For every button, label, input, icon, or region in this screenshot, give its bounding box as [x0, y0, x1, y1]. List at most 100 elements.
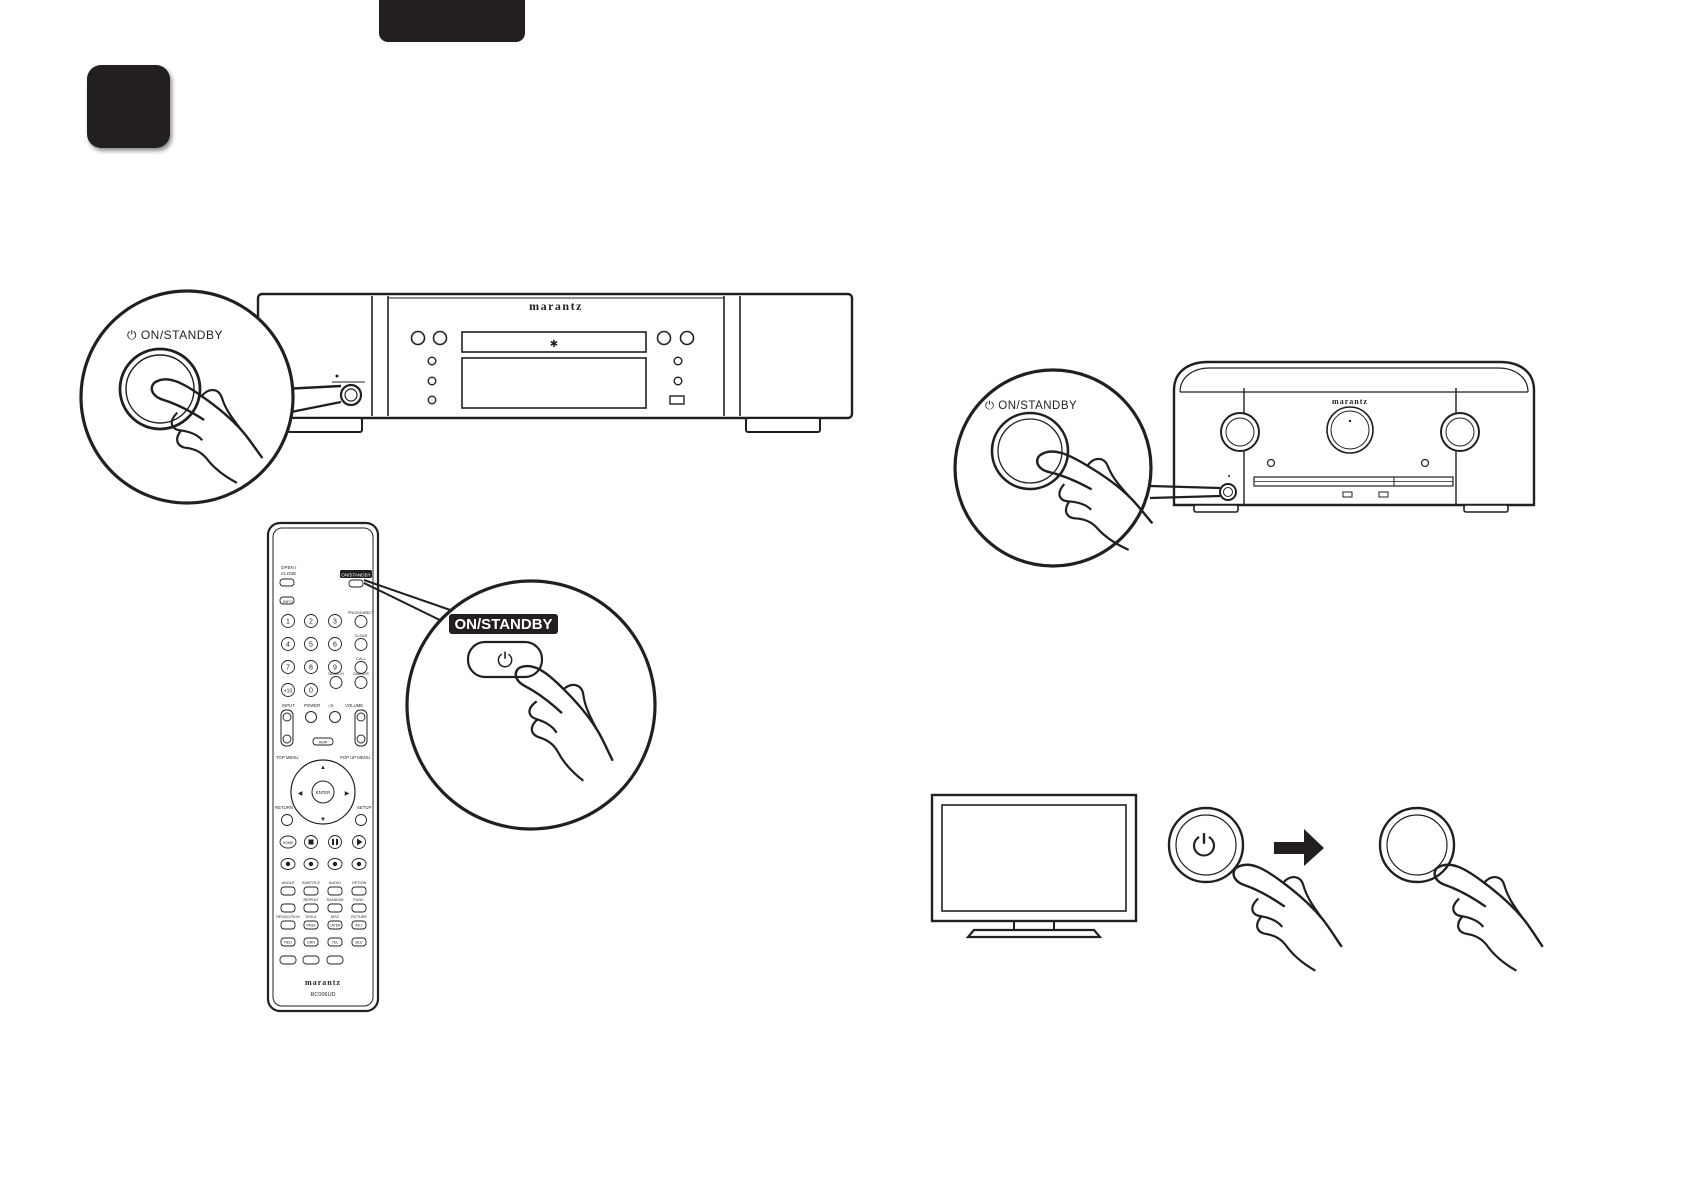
tv-screen [930, 793, 1138, 923]
digit-label: 6 [333, 642, 337, 649]
function-button[interactable] [327, 886, 343, 896]
skip-button[interactable] [303, 858, 319, 870]
return-button[interactable] [281, 814, 293, 826]
callout-on-standby-label: ON/STANDBY [454, 616, 552, 633]
function-button-label: PAGE [306, 924, 316, 928]
digit-button[interactable]: 0 [304, 683, 318, 697]
power-label: POWER [304, 703, 320, 708]
receiver-left-knob[interactable] [1220, 412, 1260, 452]
stop-button[interactable] [304, 835, 318, 849]
disc-tray[interactable] [461, 331, 647, 353]
skip-button[interactable] [351, 858, 367, 870]
function-button[interactable] [280, 886, 296, 896]
input-rocker[interactable] [280, 709, 294, 747]
digit-button[interactable]: 7 [281, 660, 295, 674]
side-button[interactable]: SEARCH [328, 672, 344, 689]
input-label: INPUT [282, 703, 295, 708]
skip-button[interactable] [327, 858, 343, 870]
color-button[interactable] [351, 937, 367, 947]
player-brand-logo: marantz [529, 299, 583, 313]
tv-power-button[interactable] [1167, 806, 1245, 884]
function-button[interactable] [327, 903, 343, 913]
function-button[interactable] [280, 903, 296, 913]
svg-text:OPEN /: OPEN / [281, 565, 297, 570]
function-button[interactable] [351, 886, 367, 896]
svg-text:▼: ▼ [320, 817, 326, 823]
play-button[interactable] [352, 835, 366, 849]
function-button[interactable] [303, 920, 319, 930]
player-button[interactable] [679, 330, 695, 346]
device-power-button[interactable] [1378, 806, 1456, 884]
amp-power-button[interactable] [305, 711, 317, 723]
svg-text:▲: ▲ [320, 765, 326, 771]
receiver-on-standby-label: ⏻ ON/STANDBY [985, 399, 1077, 412]
top-tab [379, 0, 525, 42]
player-button[interactable] [410, 330, 426, 346]
pause-button[interactable] [328, 835, 342, 849]
side-button[interactable]: DIMMER [353, 672, 369, 689]
function-button[interactable] [303, 886, 319, 896]
remote-model: RC006UD [310, 992, 335, 998]
function-label: PICTURE [351, 915, 367, 919]
side-button[interactable]: CALL [354, 657, 368, 674]
receiver-volume-knob[interactable] [1440, 412, 1480, 452]
function-label: RANDOM [327, 898, 344, 902]
side-button[interactable]: PROG/DIRECT [348, 611, 375, 628]
receiver-power-button-enlarged[interactable] [990, 411, 1070, 491]
digit-button[interactable]: 3 [328, 614, 342, 628]
remote-on-standby-label: ON/STANDBY [341, 573, 371, 578]
player-on-standby-label: ⏻ ON/STANDBY [127, 328, 223, 342]
player-button[interactable] [432, 330, 448, 346]
bottom-button[interactable] [326, 955, 344, 965]
setup-button[interactable] [355, 814, 367, 826]
color-button-label: YEL [332, 941, 339, 945]
digit-button[interactable]: 9 [328, 660, 342, 674]
digit-button[interactable]: 8 [304, 660, 318, 674]
open-close-button[interactable] [279, 578, 295, 587]
side-button-label: DIMMER [353, 672, 369, 676]
digit-button[interactable]: 6 [328, 637, 342, 651]
nav-ring[interactable] [290, 759, 356, 825]
remote-power-button-enlarged[interactable] [466, 640, 544, 679]
function-button[interactable] [351, 920, 367, 930]
pop-up-menu-label: POP UP MENU [340, 755, 370, 760]
color-button[interactable] [280, 937, 296, 947]
bottom-button[interactable] [302, 955, 320, 965]
digit-button[interactable]: 2 [304, 614, 318, 628]
volume-rocker[interactable] [354, 709, 368, 747]
receiver-power-button[interactable] [1219, 483, 1237, 501]
mute-button[interactable] [329, 711, 341, 723]
player-display [461, 357, 647, 409]
amp-button[interactable] [312, 737, 334, 746]
digit-button[interactable]: 5 [304, 637, 318, 651]
svg-text:▶: ▶ [345, 791, 350, 797]
color-button[interactable] [303, 937, 319, 947]
power-icon: ⏻ [497, 650, 513, 672]
info-button[interactable] [279, 596, 295, 605]
bottom-button[interactable] [279, 955, 297, 965]
enter-button[interactable] [311, 780, 335, 804]
skip-button[interactable] [280, 858, 296, 870]
remote-power-button[interactable] [348, 579, 364, 588]
function-button[interactable] [303, 903, 319, 913]
function-button[interactable] [280, 920, 296, 930]
digit-label: 5 [309, 642, 313, 649]
digit-button[interactable]: +10 [281, 683, 295, 697]
svg-text:AMP: AMP [319, 740, 328, 745]
svg-text:◀: ◀ [298, 791, 303, 797]
side-button-label: SEARCH [328, 672, 344, 676]
function-button[interactable] [327, 920, 343, 930]
side-button[interactable]: CLEAR [354, 634, 368, 651]
home-button[interactable] [279, 835, 297, 849]
svg-text:HOME: HOME [283, 841, 294, 845]
av-receiver: marantz [1172, 360, 1536, 513]
player-button[interactable] [656, 330, 672, 346]
color-button[interactable] [327, 937, 343, 947]
digit-button[interactable]: 1 [281, 614, 295, 628]
player-power-button-enlarged[interactable] [118, 347, 202, 431]
digit-button[interactable]: 4 [281, 637, 295, 651]
player-power-button[interactable] [339, 383, 363, 407]
function-button[interactable] [351, 903, 367, 913]
